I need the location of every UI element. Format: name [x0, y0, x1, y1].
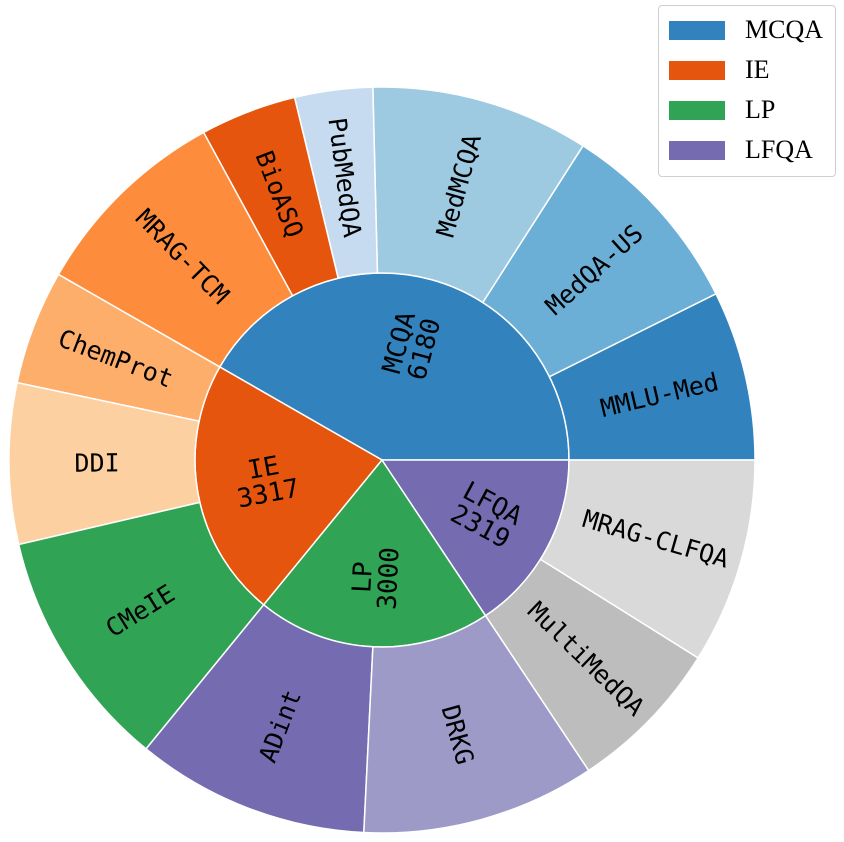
outer-wedge-mrag-clfqa [539, 459, 756, 659]
legend-swatch [668, 20, 725, 40]
inner-label-lfqa: LFQA2319 [445, 476, 527, 555]
legend-item-lp: LP [668, 90, 823, 130]
outer-label-ddi: DDI [74, 448, 119, 477]
legend-swatch [668, 100, 725, 120]
legend-label: MCQA [744, 15, 823, 44]
legend-swatch [668, 140, 725, 160]
legend-swatch [668, 60, 725, 80]
legend-label: LP [744, 95, 776, 124]
inner-label-lp: LP3000 [347, 545, 406, 610]
legend-label: LFQA [744, 135, 813, 164]
legend-item-lfqa: LFQA [668, 130, 823, 170]
legend: MCQA IE LP LFQA [657, 5, 836, 177]
legend-label: IE [744, 55, 770, 84]
legend-item-mcqa: MCQA [668, 10, 823, 50]
outer-wedge-cmeie [17, 501, 265, 750]
legend-item-ie: IE [668, 50, 823, 90]
